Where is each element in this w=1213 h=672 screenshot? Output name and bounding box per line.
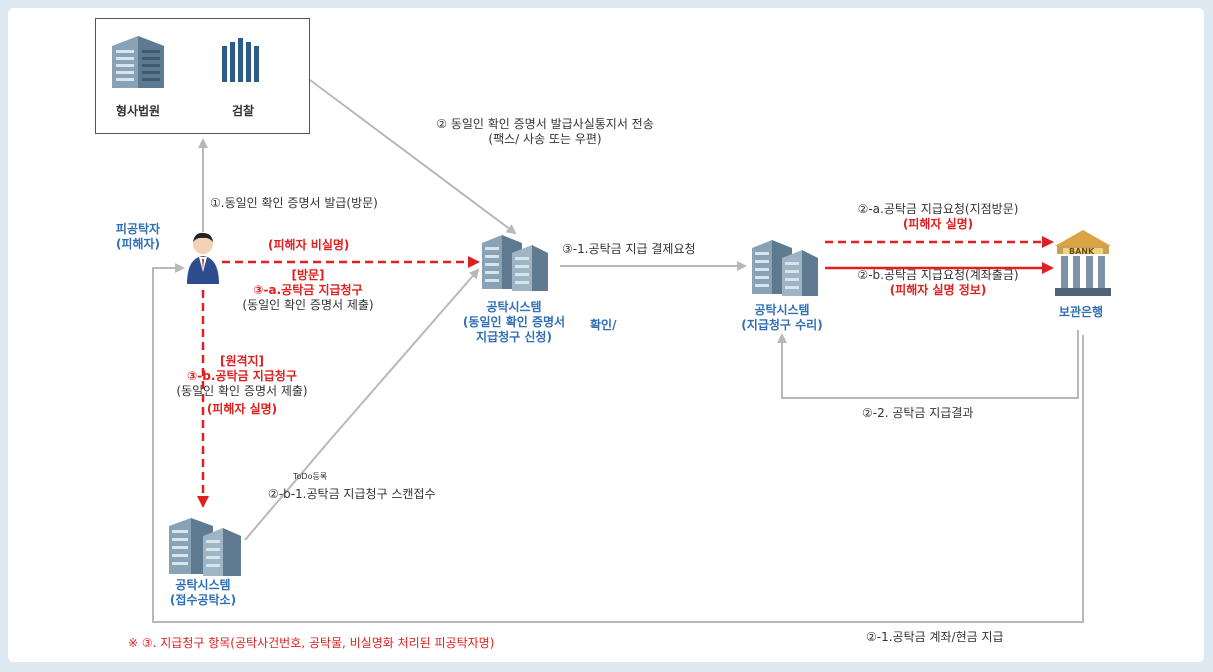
- edge-notice: [309, 79, 517, 235]
- edge-label-scan: ②-b-1.공탁금 지급청구 스캔접수: [268, 487, 436, 501]
- system-right-label: 공탁시스템 (지급청구 수리): [741, 303, 822, 333]
- bank-label: 보관은행: [1058, 305, 1104, 319]
- bank-building-icon: BANK: [1053, 228, 1113, 302]
- victim-label-line2: (피해자): [115, 237, 161, 251]
- edge-label-visit-tag: [방문]: [291, 268, 325, 282]
- edge-label-remote-submit: (동일인 확인 증명서 제출): [176, 384, 308, 398]
- edge-label-cash: ②-1.공탁금 계좌/현금 지급: [866, 630, 1004, 644]
- edge-label-visit-submit: (동일인 확인 증명서 제출): [242, 298, 374, 312]
- edge-label-pay-account-group: ②-b.공탁금 지급요청(계좌출금) (피해자 실명 정보): [857, 268, 1018, 298]
- edge-label-remote-tag: [원격지]: [219, 354, 265, 368]
- system-center-building-icon: [478, 225, 550, 297]
- edge-label-pay-visit-real: (피해자 실명): [902, 217, 974, 231]
- system-reception-line1: 공탁시스템: [175, 578, 231, 592]
- edge-label-notice: ② 동일인 확인 증명서 발급사실통지서 전송 (팩스/ 사송 또는 우편): [436, 117, 654, 147]
- court-label: 형사법원: [115, 104, 161, 118]
- system-center-line3: 지급청구 신청): [476, 330, 552, 344]
- system-reception-label: 공탁시스템 (접수공탁소): [170, 578, 236, 608]
- system-center-label: 공탁시스템 (동일인 확인 증명서 지급청구 신청): [463, 300, 565, 345]
- system-right-line1: 공탁시스템: [754, 303, 810, 317]
- system-center-line1: 공탁시스템: [486, 300, 542, 314]
- edge-label-notice-line2: (팩스/ 사송 또는 우편): [488, 132, 602, 146]
- edge-cash: [152, 263, 1084, 623]
- edge-scan: [244, 268, 480, 541]
- system-right-building-icon: [748, 230, 820, 302]
- edge-label-pay-visit-group: ②-a.공탁금 지급요청(지점방문) (피해자 실명): [858, 202, 1019, 232]
- edge-label-anon: (피해자 비실명): [268, 238, 350, 252]
- edge-label-settle: ③-1.공탁금 지급 결제요청: [562, 242, 696, 256]
- edge-result: [777, 330, 1079, 399]
- victim-label: 피공탁자 (피해자): [116, 222, 160, 252]
- prosecution-logo-icon: [222, 38, 266, 88]
- edge-label-visit-group: [방문] ③-a.공탁금 지급청구 (동일인 확인 증명서 제출): [242, 268, 373, 313]
- edge-label-notice-line1: ② 동일인 확인 증명서 발급사실통지서 전송: [436, 117, 654, 131]
- bank-sign: BANK: [1069, 247, 1095, 256]
- edge-label-issue-cert: ①.동일인 확인 증명서 발급(방문): [210, 196, 378, 210]
- system-reception-line2: (접수공탁소): [169, 593, 237, 607]
- edge-label-todo: ToDo등록: [293, 472, 328, 481]
- footnote: ※ ③. 지급청구 항목(공탁사건번호, 공탁물, 비실명화 처리된 피공탁자명…: [128, 636, 495, 650]
- edge-label-pay-account-info: (피해자 실명 정보): [889, 283, 987, 297]
- system-right-line2: (지급청구 수리): [741, 318, 823, 332]
- edge-label-remote-real: (피해자 실명): [206, 402, 278, 416]
- system-center-side-label: 확인/: [590, 318, 617, 332]
- system-center-line2: (동일인 확인 증명서: [462, 315, 566, 329]
- prosecution-label: 검찰: [231, 104, 255, 118]
- edge-label-pay-visit: ②-a.공탁금 지급요청(지점방문): [857, 202, 1019, 216]
- edge-label-visit-claim: ③-a.공탁금 지급청구: [253, 283, 363, 297]
- victim-person-icon: [185, 232, 221, 292]
- system-reception-building-icon: [165, 506, 245, 582]
- edge-label-remote-group: [원격지] ③-b.공탁금 지급청구 (동일인 확인 증명서 제출) (피해자 …: [176, 354, 307, 417]
- victim-label-line1: 피공탁자: [115, 222, 161, 236]
- court-building-icon: [108, 30, 168, 94]
- edge-label-remote-claim: ③-b.공탁금 지급청구: [187, 369, 297, 383]
- edge-label-pay-account: ②-b.공탁금 지급요청(계좌출금): [857, 268, 1019, 282]
- edge-label-result: ②-2. 공탁금 지급결과: [862, 406, 974, 420]
